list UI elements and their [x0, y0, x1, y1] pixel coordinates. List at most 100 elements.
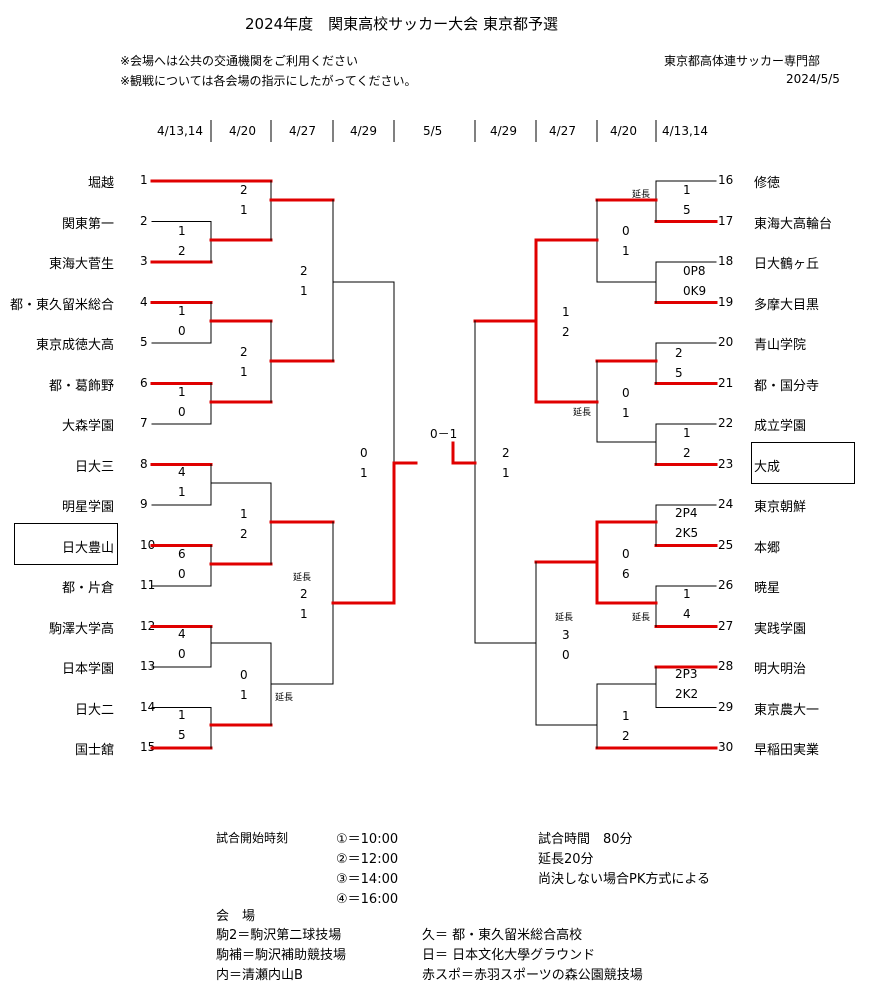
- team-name: 都・片倉: [61, 581, 114, 596]
- organizer: 東京都高体連サッカー専門部: [664, 54, 821, 68]
- team-name: 本郷: [754, 540, 781, 556]
- round-date-final: 5/5: [423, 124, 443, 138]
- match-score: 2: [675, 346, 683, 360]
- round-date-right-1: 4/13,14: [662, 124, 709, 138]
- venue-4: 久＝ 都・東久留米総合高校: [422, 928, 583, 943]
- match-score: 0: [240, 668, 248, 682]
- pk-rule: 尚決しない場合PK方式による: [538, 872, 710, 887]
- match-score: 2: [240, 345, 248, 359]
- venue-6: 赤スポ＝赤羽スポーツの森公園競技場: [422, 968, 643, 983]
- match-score: 0: [178, 647, 186, 661]
- match-score: 2: [240, 183, 248, 197]
- team-name: 都・葛飾野: [48, 378, 114, 394]
- team-name: 東海大菅生: [48, 257, 114, 272]
- round-date-left-3: 4/27: [289, 124, 316, 138]
- extra-time-note: 延長: [632, 613, 651, 623]
- match-score: 1: [683, 426, 691, 440]
- team-seed: 27: [718, 618, 734, 633]
- team-seed: 22: [718, 416, 734, 430]
- match-score: 2K5: [675, 526, 699, 540]
- match-score: 0: [622, 547, 630, 561]
- team-seed: 4: [140, 294, 148, 309]
- match-score: 1: [178, 708, 186, 722]
- team-seed: 1: [140, 173, 148, 187]
- team-seed: 14: [140, 699, 156, 714]
- team-seed: 20: [718, 335, 734, 349]
- match-score: 6: [178, 547, 186, 561]
- team-name: 多摩大目黒: [754, 297, 820, 313]
- match-score: 0: [178, 567, 186, 581]
- match-score: 4: [178, 465, 186, 479]
- extra-time-note: 延長: [293, 573, 312, 583]
- venue-2: 駒補＝駒沢補助競技場: [216, 948, 347, 963]
- team-name: 駒澤大学高: [48, 621, 114, 637]
- match-score: 1: [178, 385, 186, 399]
- match-score: 0P8: [683, 264, 706, 278]
- match-score: 2: [178, 244, 186, 258]
- notice-spectators: ※観戦については各会場の指示にしたがってください。: [120, 74, 417, 88]
- match-score: 1: [502, 466, 510, 480]
- team-name: 青山学院: [754, 338, 807, 353]
- team-name: 日大豊山: [61, 540, 114, 556]
- match-score: 2P3: [675, 667, 698, 681]
- extra-time-note: 延長: [555, 613, 574, 623]
- match-score: 3: [562, 628, 570, 642]
- page-title: 2024年度 関東高校サッカー大会 東京都予選: [245, 15, 558, 33]
- team-seed: 21: [718, 375, 734, 390]
- match-score: 1: [240, 203, 248, 217]
- match-score: 1: [562, 305, 570, 319]
- round-date-right-2: 4/20: [610, 124, 637, 138]
- match-score: 0: [562, 648, 570, 662]
- team-seed: 16: [718, 173, 734, 187]
- match-score: 1: [178, 224, 186, 238]
- kickoff-1: ①＝10:00: [336, 832, 399, 847]
- team-seed: 6: [140, 375, 148, 390]
- team-name: 日大鶴ヶ丘: [754, 257, 820, 272]
- team-seed: 23: [718, 456, 734, 471]
- team-name: 明星学園: [61, 500, 114, 515]
- team-name: 大成: [754, 459, 781, 475]
- team-seed: 15: [140, 740, 156, 754]
- round-date-left-1: 4/13,14: [157, 124, 204, 138]
- publish-date: 2024/5/5: [786, 72, 840, 86]
- team-name: 成立学園: [754, 419, 807, 434]
- match-score: 6: [622, 567, 630, 581]
- team-seed: 10: [140, 537, 156, 552]
- team-name: 早稲田実業: [754, 743, 820, 758]
- team-seed: 25: [718, 537, 734, 552]
- match-score: 2P4: [675, 506, 698, 520]
- round-date-right-3: 4/27: [549, 124, 576, 138]
- match-score: 1: [240, 365, 248, 379]
- match-score: 5: [178, 728, 186, 742]
- match-score: 1: [622, 244, 630, 258]
- team-seed: 12: [140, 618, 156, 633]
- match-score: 0K9: [683, 284, 707, 298]
- team-seed: 7: [140, 416, 148, 430]
- venue-label: 会 場: [216, 909, 256, 924]
- round-date-right-4: 4/29: [490, 124, 517, 138]
- match-score: 2: [683, 446, 691, 460]
- team-name: 東海大高輪台: [754, 216, 833, 232]
- match-score: 4: [178, 627, 186, 641]
- final-score: 0－1: [430, 427, 458, 441]
- highlight-box-right: [751, 442, 855, 484]
- match-score: 1: [683, 183, 691, 197]
- round-date-left-4: 4/29: [350, 124, 377, 138]
- match-score: 1: [178, 485, 186, 499]
- notice-transport: ※会場へは公共の交通機関をご利用ください: [120, 54, 359, 68]
- match-score: 0: [178, 405, 186, 419]
- match-score: 1: [240, 507, 248, 521]
- team-seed: 2: [140, 213, 148, 228]
- match-score: 1: [360, 466, 368, 480]
- match-score: 2: [622, 729, 630, 743]
- match-score: 1: [300, 607, 308, 621]
- team-name: 関東第一: [61, 216, 114, 232]
- kickoff-2: ②＝12:00: [336, 852, 399, 867]
- team-seed: 24: [718, 497, 734, 511]
- match-score: 1: [300, 284, 308, 298]
- match-score: 0: [622, 224, 630, 238]
- team-name: 東京朝鮮: [754, 500, 807, 515]
- team-name: 実践学園: [754, 621, 807, 637]
- highlight-box-left: [14, 523, 118, 565]
